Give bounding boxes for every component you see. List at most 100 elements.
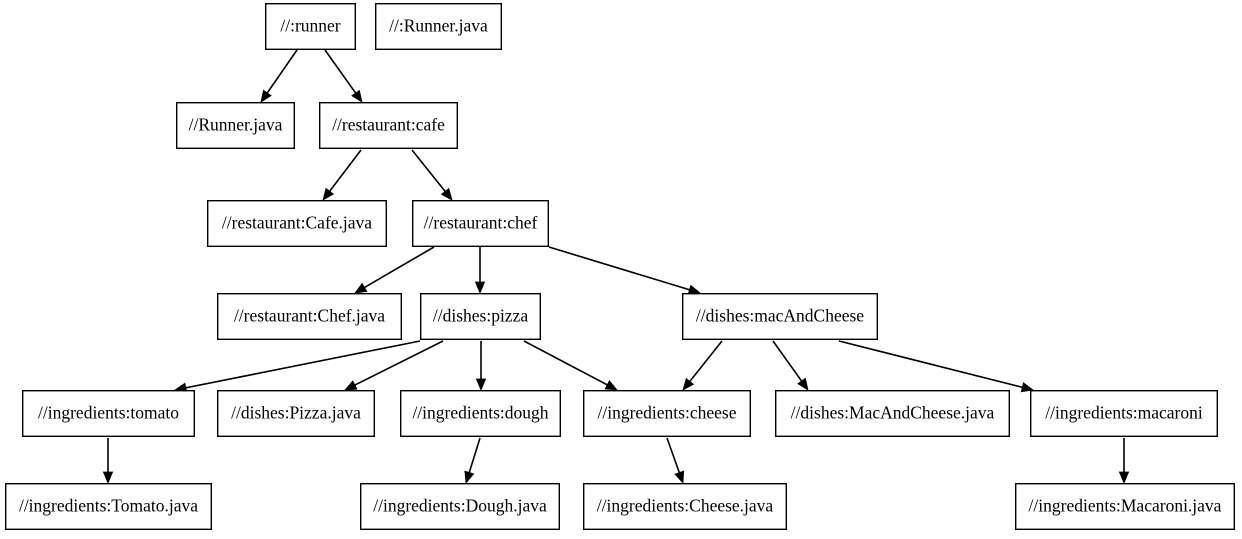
- graph-edge: [838, 340, 1035, 393]
- node-label: //dishes:macAndCheese: [696, 306, 864, 326]
- graph-node-dough_java[interactable]: //ingredients:Dough.java: [360, 483, 561, 531]
- graph-node-runner_java[interactable]: //Runner.java: [175, 101, 295, 149]
- node-box[interactable]: [583, 483, 788, 531]
- node-box[interactable]: [175, 101, 295, 149]
- graph-edge: [173, 340, 421, 393]
- nodes-layer: //:runner //:Runner.java //Runner.java //re…: [4, 3, 1236, 531]
- node-box[interactable]: [412, 199, 550, 247]
- graph-edge: [324, 49, 363, 103]
- node-box[interactable]: [775, 390, 1011, 438]
- node-box[interactable]: [375, 3, 503, 50]
- edge-shaft: [838, 340, 1023, 389]
- graph-node-ingredients_cheese[interactable]: //ingredients:cheese: [583, 390, 752, 438]
- edge-arrowhead-icon: [322, 187, 335, 201]
- graph-node-ingredients_tomato[interactable]: //ingredients:tomato: [22, 390, 196, 438]
- edge-shaft: [354, 340, 444, 386]
- edge-shaft: [548, 246, 690, 291]
- node-box[interactable]: [360, 483, 561, 531]
- edge-arrowhead-icon: [797, 377, 809, 391]
- graph-edge: [772, 340, 809, 391]
- node-label: //:Runner.java: [389, 16, 488, 36]
- graph-edge: [1118, 438, 1130, 485]
- node-label: //ingredients:tomato: [38, 403, 179, 423]
- node-label: //ingredients:macaroni: [1045, 403, 1203, 423]
- graph-edge: [260, 49, 298, 103]
- node-box[interactable]: [22, 390, 196, 438]
- node-label: //:runner: [280, 16, 340, 36]
- edge-shaft: [364, 246, 435, 289]
- edge-shaft: [411, 149, 446, 192]
- graph-node-restaurant_cafe_java[interactable]: //restaurant:Cafe.java: [206, 199, 388, 247]
- edge-arrowhead-icon: [674, 470, 685, 484]
- edge-arrowhead-icon: [682, 377, 695, 391]
- edge-arrowhead-icon: [474, 281, 486, 295]
- edge-shaft: [468, 437, 481, 473]
- graph-edge: [344, 340, 444, 391]
- edge-shaft: [523, 340, 608, 386]
- node-label: //ingredients:Tomato.java: [19, 496, 198, 516]
- graph-node-dishes_pizza[interactable]: //dishes:pizza: [420, 293, 542, 341]
- edge-arrowhead-icon: [102, 471, 114, 485]
- graph-node-restaurant_chef[interactable]: //restaurant:chef: [412, 199, 550, 247]
- node-box[interactable]: [400, 390, 562, 438]
- node-label: //dishes:Pizza.java: [231, 403, 361, 423]
- graph-node-ingredients_dough[interactable]: //ingredients:dough: [400, 390, 562, 438]
- node-label: //restaurant:Cafe.java: [222, 213, 372, 233]
- edge-arrowhead-icon: [604, 380, 618, 391]
- graph-node-runner[interactable]: //:runner: [265, 3, 357, 50]
- node-box[interactable]: [4, 483, 213, 531]
- edge-shaft: [772, 340, 803, 382]
- node-label: //ingredients:Cheese.java: [597, 496, 774, 516]
- node-box[interactable]: [583, 390, 752, 438]
- node-box[interactable]: [216, 293, 403, 341]
- graph-edge: [666, 437, 685, 484]
- edge-arrowhead-icon: [260, 89, 272, 103]
- node-box[interactable]: [265, 3, 357, 50]
- edge-shaft: [324, 49, 357, 94]
- node-label: //dishes:MacAndCheese.java: [791, 403, 995, 423]
- graph-node-dishes_pizza_java[interactable]: //dishes:Pizza.java: [216, 390, 376, 438]
- graph-edge: [523, 340, 618, 391]
- node-label: //ingredients:dough: [412, 403, 548, 423]
- edge-arrowhead-icon: [440, 187, 453, 201]
- node-box[interactable]: [420, 293, 542, 341]
- edge-arrowhead-icon: [1118, 471, 1130, 485]
- graph-edge: [464, 437, 481, 484]
- node-label: //dishes:pizza: [433, 306, 528, 326]
- graph-node-cheese_java[interactable]: //ingredients:Cheese.java: [583, 483, 788, 531]
- graph-edge: [474, 247, 486, 295]
- graph-node-runner_java_root[interactable]: //:Runner.java: [375, 3, 503, 50]
- graph-node-macaroni_java[interactable]: //ingredients:Macaroni.java: [1015, 483, 1236, 531]
- graph-edge: [548, 246, 701, 295]
- edge-shaft: [329, 149, 362, 192]
- edge-arrowhead-icon: [354, 282, 368, 294]
- graph-node-tomato_java[interactable]: //ingredients:Tomato.java: [4, 483, 213, 531]
- edge-arrowhead-icon: [344, 380, 358, 391]
- node-box[interactable]: [206, 199, 388, 247]
- graph-edge: [475, 341, 487, 392]
- graph-edge: [322, 149, 362, 201]
- graph-node-restaurant_chef_java[interactable]: //restaurant:Chef.java: [216, 293, 403, 341]
- graph-node-dishes_macandcheese[interactable]: //dishes:macAndCheese: [682, 293, 879, 341]
- graph-node-dishes_mac_java[interactable]: //dishes:MacAndCheese.java: [775, 390, 1011, 438]
- node-label: //restaurant:Chef.java: [234, 306, 385, 326]
- node-box[interactable]: [1029, 390, 1218, 438]
- graph-edge: [354, 246, 435, 294]
- graph-edge: [411, 149, 453, 201]
- graph-node-restaurant_cafe[interactable]: //restaurant:cafe: [319, 101, 459, 149]
- node-box[interactable]: [216, 390, 376, 438]
- graph-node-ingredients_macaroni[interactable]: //ingredients:macaroni: [1029, 390, 1218, 438]
- edge-shaft: [689, 340, 723, 382]
- edge-arrowhead-icon: [464, 470, 475, 484]
- edge-arrowhead-icon: [475, 378, 487, 392]
- node-box[interactable]: [682, 293, 879, 341]
- edge-arrowhead-icon: [1020, 382, 1035, 393]
- node-label: //restaurant:chef: [424, 213, 538, 233]
- edge-shaft: [185, 340, 421, 389]
- edge-shaft: [266, 49, 298, 94]
- edge-arrowhead-icon: [687, 284, 701, 295]
- node-box[interactable]: [1015, 483, 1236, 531]
- node-box[interactable]: [319, 101, 459, 149]
